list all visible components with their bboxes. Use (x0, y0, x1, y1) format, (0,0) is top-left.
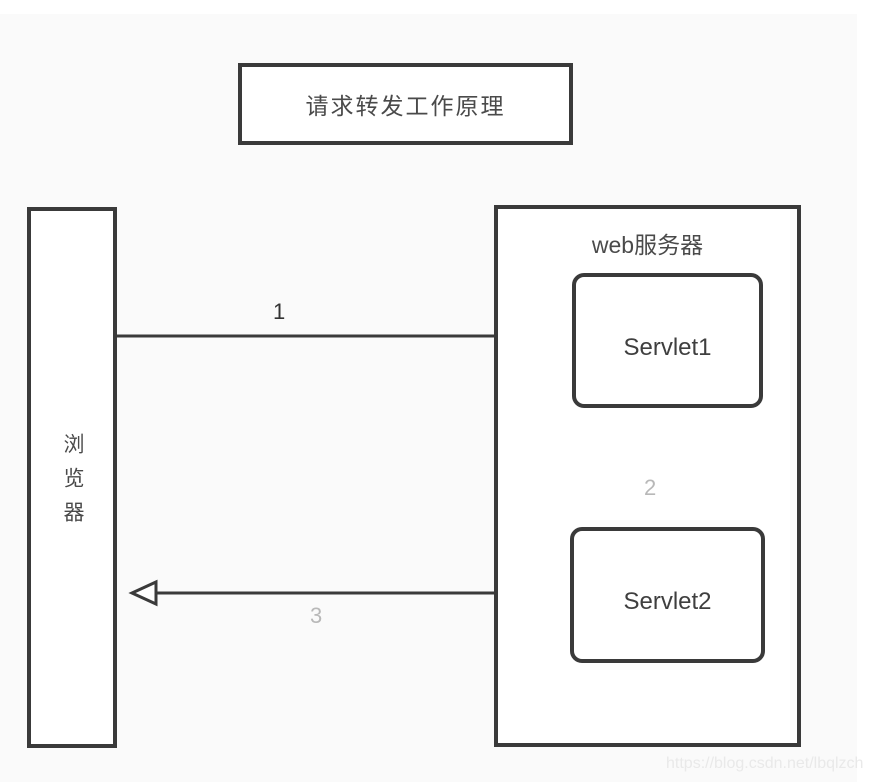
watermark-text: https://blog.csdn.net/lbqlzch (666, 755, 864, 772)
arrow-2-step-label: 2 (644, 475, 657, 500)
browser-box: 浏览器 (27, 207, 117, 748)
arrow-3-step-label: 3 (310, 603, 323, 628)
servlet2-box: Servlet2 (570, 527, 765, 663)
servlet1-label: Servlet1 (623, 333, 712, 361)
title-box: 请求转发工作原理 (238, 63, 573, 145)
arrow-1-step-label: 1 (273, 299, 286, 324)
diagram-title: 请求转发工作原理 (305, 93, 506, 119)
servlet2-label: Servlet2 (623, 588, 712, 615)
servlet1-box: Servlet1 (572, 273, 763, 408)
browser-label: 浏览器 (61, 433, 84, 535)
web-server-label: web服务器 (591, 232, 704, 258)
